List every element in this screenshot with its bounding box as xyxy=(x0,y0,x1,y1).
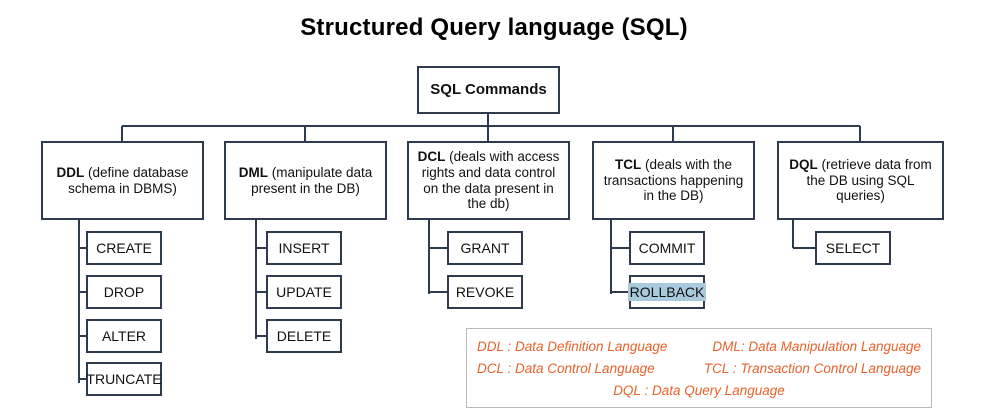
node-label: INSERT xyxy=(278,239,330,256)
node-label: REVOKE xyxy=(455,283,515,300)
legend-row: DQL : Data Query Language xyxy=(477,380,921,402)
node-leaf-truncate[interactable]: TRUNCATE xyxy=(86,362,162,396)
node-abbr: DDL xyxy=(56,164,85,180)
node-sql-commands[interactable]: SQL Commands xyxy=(417,66,560,114)
node-category-dql[interactable]: DQL (retrieve data from the DB using SQL… xyxy=(777,141,944,220)
node-abbr: TCL xyxy=(614,156,642,172)
node-category-dml[interactable]: DML (manipulate data present in the DB) xyxy=(224,141,387,220)
node-leaf-revoke[interactable]: REVOKE xyxy=(447,275,523,309)
node-label: GRANT xyxy=(460,239,510,256)
node-leaf-delete[interactable]: DELETE xyxy=(266,319,342,353)
node-leaf-rollback[interactable]: ROLLBACK xyxy=(627,275,707,309)
node-leaf-create[interactable]: CREATE xyxy=(86,231,162,265)
node-leaf-drop[interactable]: DROP xyxy=(86,275,162,309)
node-label: COMMIT xyxy=(638,239,696,256)
node-abbr: DML xyxy=(238,164,268,180)
legend-box: DDL : Data Definition Language DML: Data… xyxy=(466,328,932,408)
legend-row: DCL : Data Control Language TCL : Transa… xyxy=(477,358,921,380)
node-category-dcl[interactable]: DCL (deals with access rights and data c… xyxy=(407,141,570,220)
legend-item-dcl: DCL : Data Control Language xyxy=(477,360,655,376)
node-abbr: DCL xyxy=(417,148,446,164)
node-abbr: DQL xyxy=(789,156,818,172)
node-label: UPDATE xyxy=(276,283,332,300)
node-label: SQL Commands xyxy=(430,81,547,99)
legend-item-dml: DML: Data Manipulation Language xyxy=(712,339,921,354)
node-leaf-alter[interactable]: ALTER xyxy=(86,319,162,353)
node-category-ddl[interactable]: DDL (define database schema in DBMS) xyxy=(41,141,204,220)
node-label: SELECT xyxy=(825,239,881,256)
node-label: ALTER xyxy=(101,327,147,344)
legend-row: DDL : Data Definition Language DML: Data… xyxy=(477,336,921,358)
node-leaf-commit[interactable]: COMMIT xyxy=(629,231,705,265)
legend-item-ddl: DDL : Data Definition Language xyxy=(477,339,668,354)
node-label: CREATE xyxy=(96,239,152,256)
node-label: TRUNCATE xyxy=(86,370,162,387)
node-leaf-insert[interactable]: INSERT xyxy=(266,231,342,265)
node-description: (deals with access rights and data contr… xyxy=(421,148,560,212)
node-label: DELETE xyxy=(276,327,332,344)
node-description: (manipulate data present in the DB) xyxy=(251,164,373,196)
node-leaf-grant[interactable]: GRANT xyxy=(447,231,523,265)
node-description: (deals with the transactions happening i… xyxy=(603,156,744,204)
node-leaf-select[interactable]: SELECT xyxy=(815,231,891,265)
legend-item-dql: DQL : Data Query Language xyxy=(613,382,785,398)
legend-item-tcl: TCL : Transaction Control Language xyxy=(703,360,921,376)
node-category-tcl[interactable]: TCL (deals with the transactions happeni… xyxy=(592,141,755,220)
node-description: (define database schema in DBMS) xyxy=(68,164,189,196)
node-leaf-update[interactable]: UPDATE xyxy=(266,275,342,309)
node-label: DROP xyxy=(103,283,145,300)
node-label: ROLLBACK xyxy=(627,282,707,302)
node-description: (retrieve data from the DB using SQL que… xyxy=(806,156,932,204)
page-title: Structured Query language (SQL) xyxy=(300,14,688,41)
